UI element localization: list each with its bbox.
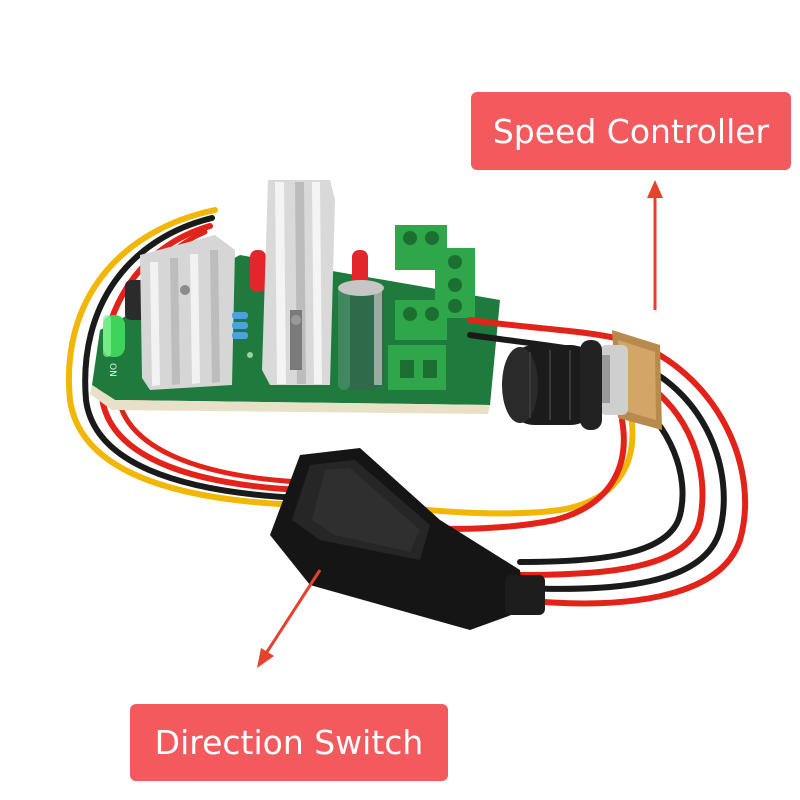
heatsink-left	[140, 235, 235, 390]
speed-controller-label: Speed Controller	[471, 92, 791, 170]
heatsink-center	[262, 180, 335, 385]
svg-text:ON: ON	[107, 363, 117, 377]
large-capacitor	[338, 280, 384, 390]
direction-switch-label: Direction Switch	[130, 704, 448, 781]
red-led-left	[250, 250, 266, 292]
direction-switch	[270, 448, 545, 630]
green-led	[103, 315, 125, 357]
arrow-to-direction-switch	[257, 569, 322, 668]
knob	[502, 340, 602, 430]
red-led-center	[352, 250, 368, 288]
resistors	[232, 312, 248, 339]
screw-terminals	[388, 225, 475, 390]
arrow-to-speed-controller	[647, 180, 663, 310]
